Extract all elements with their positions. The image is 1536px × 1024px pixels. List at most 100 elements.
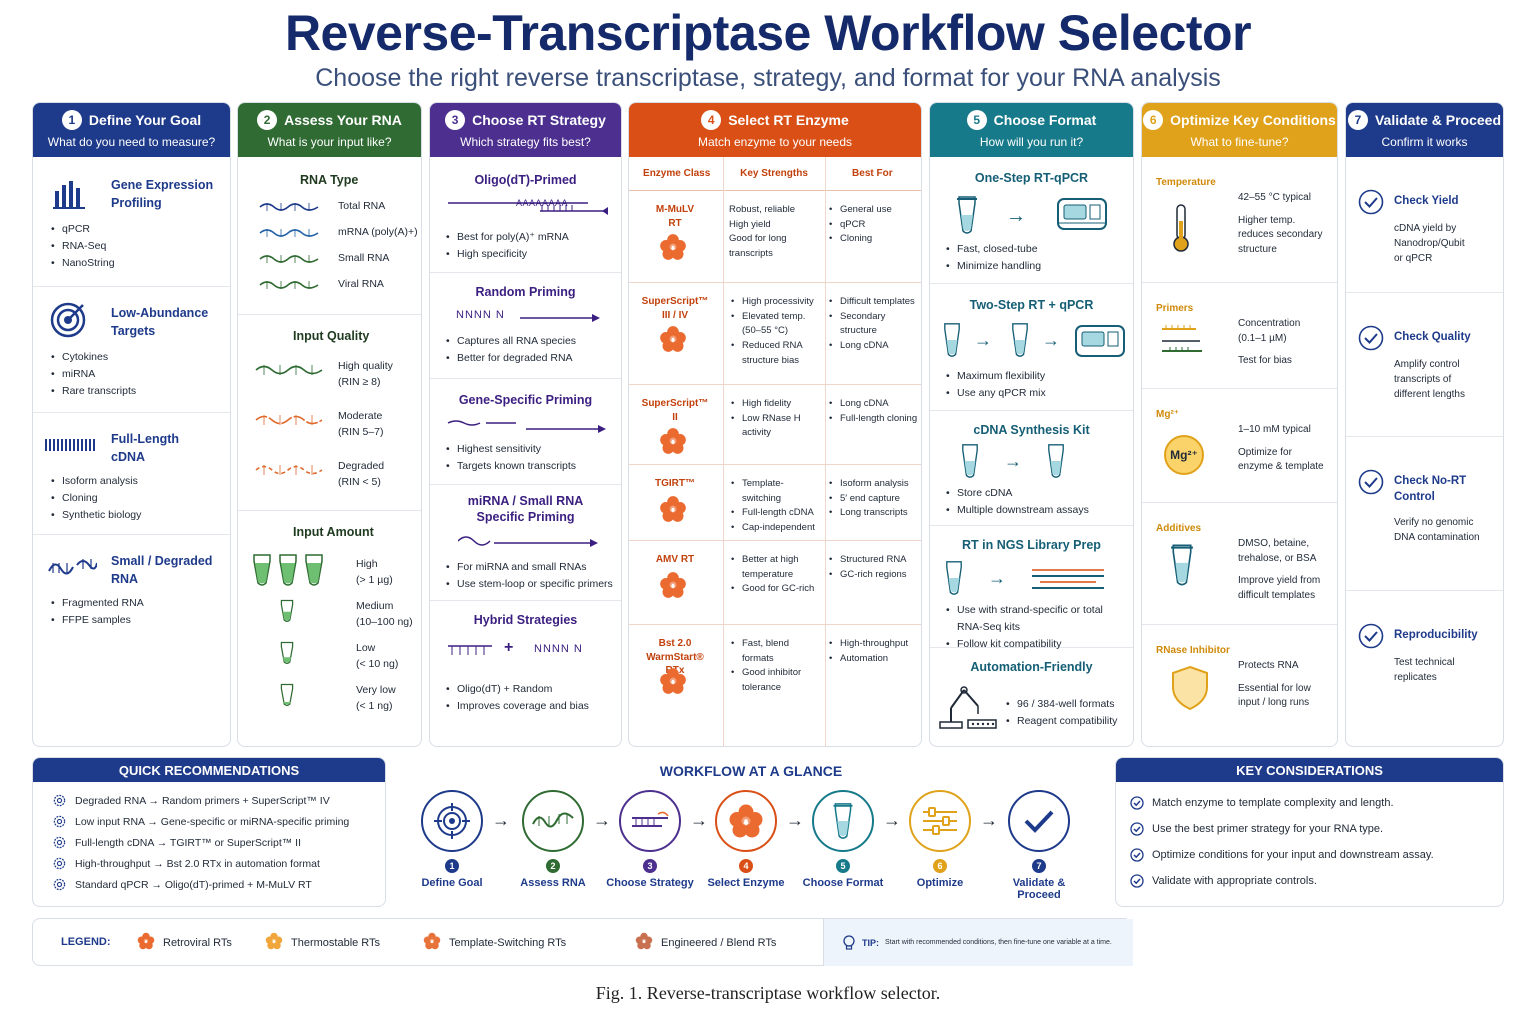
page-title: Reverse-Transcriptase Workflow Selector [284, 5, 1252, 61]
strategy-random[interactable]: Random Priming NNNN N Captures all RNA s… [430, 273, 621, 379]
recommendation-item[interactable]: Low input RNA → Gene-specific or miRNA-s… [53, 811, 385, 832]
polya-label: AAAAAAAA [516, 198, 569, 208]
key-considerations-panel: KEY CONSIDERATIONS Match enzyme to templ… [1115, 757, 1504, 907]
condition-text: 1–10 mM typical [1238, 424, 1311, 435]
consideration-text: Use the best primer strategy for your RN… [1152, 823, 1384, 835]
step-number: 1 [61, 110, 82, 130]
strategy-hybrid[interactable]: Hybrid Strategies + NNNN N Oligo(dT) + R… [430, 601, 621, 746]
format-ngs-prep[interactable]: RT in NGS Library Prep → Use with strand… [930, 526, 1133, 652]
format-automation[interactable]: Automation-Friendly 96 / 384-well format… [930, 648, 1133, 746]
workflow-step-circle [1008, 790, 1070, 852]
format-cdna-kit[interactable]: cDNA Synthesis Kit → Store cDNA Multiple… [930, 411, 1133, 526]
workflow-step-label: Select Enzyme [707, 877, 785, 889]
recommendation-item[interactable]: Degraded RNA → Random primers + SuperScr… [53, 790, 385, 811]
tube-icon [280, 683, 294, 707]
workflow-step-label: Define Goal [421, 877, 483, 889]
quality-label: High quality [338, 360, 393, 372]
column-subtitle: What do you need to measure? [47, 135, 216, 149]
strategy-title: Random Priming [475, 285, 576, 299]
enzyme-strength: High processivity [729, 295, 821, 310]
column-title: Assess Your RNA [284, 112, 402, 128]
enzyme-row[interactable]: TGIRT™Template-switchingFull-length cDNA… [629, 465, 921, 541]
goal-item: Rare transcripts [49, 383, 136, 400]
enzyme-row[interactable]: Bst 2.0 WarmStart®RTxFast, blend formats… [629, 625, 921, 746]
workflow-step-number: 3 [643, 859, 657, 873]
workflow-step-circle [619, 790, 681, 852]
workflow-step-label: Validate & Proceed [1012, 877, 1066, 901]
workflow-step-circle [715, 790, 777, 852]
goal-item: Synthetic biology [49, 507, 141, 524]
strategy-oligo-dt[interactable]: Oligo(dT)-Primed AAAAAAAA Best for poly(… [430, 157, 621, 273]
rna-type-label: Small RNA [338, 252, 390, 264]
format-item: Use any qPCR mix [944, 385, 1046, 402]
strategy-item: Targets known transcripts [444, 458, 576, 475]
condition-text: (0.1–1 µM) [1238, 332, 1287, 344]
enzyme-strength: Fast, blend formats [729, 637, 821, 666]
section-title: RNA Type [300, 173, 359, 187]
enzyme-row[interactable]: AMV RTBetter at high temperatureGood for… [629, 541, 921, 625]
format-item: Follow kit compatibility [944, 636, 1124, 653]
strategy-item: High specificity [444, 246, 569, 263]
enzyme-strength: Elevated temp. (50–55 °C) [729, 310, 821, 339]
condition-title: RNase Inhibitor [1156, 645, 1230, 656]
validation-text: Nanodrop/Qubit [1394, 238, 1465, 249]
lightbulb-icon [843, 934, 855, 950]
barcode-icon [45, 439, 95, 451]
gear-icon [53, 878, 66, 891]
arrow-icon: → [1006, 205, 1026, 227]
enzyme-name: SuperScript™ [641, 398, 709, 409]
condition-text: Optimize for [1238, 446, 1292, 458]
rna-type-label: Total RNA [338, 200, 386, 212]
condition-text [1238, 206, 1323, 214]
rna-strand-icon [259, 255, 319, 263]
strategy-title: miRNA / Small RNA [467, 494, 584, 508]
amount-range: (10–100 ng) [356, 615, 413, 628]
format-title: cDNA Synthesis Kit [973, 423, 1090, 437]
header-best-for: Best For [852, 168, 893, 179]
amount-range: (< 10 ng) [356, 657, 399, 670]
workflow-step-number: 6 [933, 859, 947, 873]
recommendation-item[interactable]: Full-length cDNA → TGIRT™ or SuperScript… [53, 832, 385, 853]
format-one-step[interactable]: One-Step RT-qPCR → Fast, closed-tube Min… [930, 157, 1133, 284]
recommendation-item[interactable]: Standard qPCR → Oligo(dT)-primed + M-MuL… [53, 874, 385, 895]
strategy-gene-specific[interactable]: Gene-Specific Priming Highest sensitivit… [430, 379, 621, 485]
workflow-step-label: Choose Strategy [606, 877, 694, 889]
format-two-step[interactable]: Two-Step RT + qPCR → → Maximum flexibili… [930, 284, 1133, 411]
workflow-arrow-icon: → [593, 810, 611, 830]
condition-text: enzyme & template [1238, 461, 1324, 472]
goal-title-2: Profiling [111, 195, 162, 210]
recommendation-item[interactable]: High-throughput → Bst 2.0 RTx in automat… [53, 853, 385, 874]
amount-label: Very low [356, 684, 396, 696]
step-number: 4 [701, 110, 722, 130]
column-title: Optimize Key Conditions [1170, 112, 1336, 128]
gear-icon [53, 815, 66, 828]
workflow-step-number: 7 [1032, 859, 1046, 873]
column-subtitle: What to fine-tune? [1190, 135, 1289, 149]
amount-range: (> 1 µg) [356, 573, 393, 586]
